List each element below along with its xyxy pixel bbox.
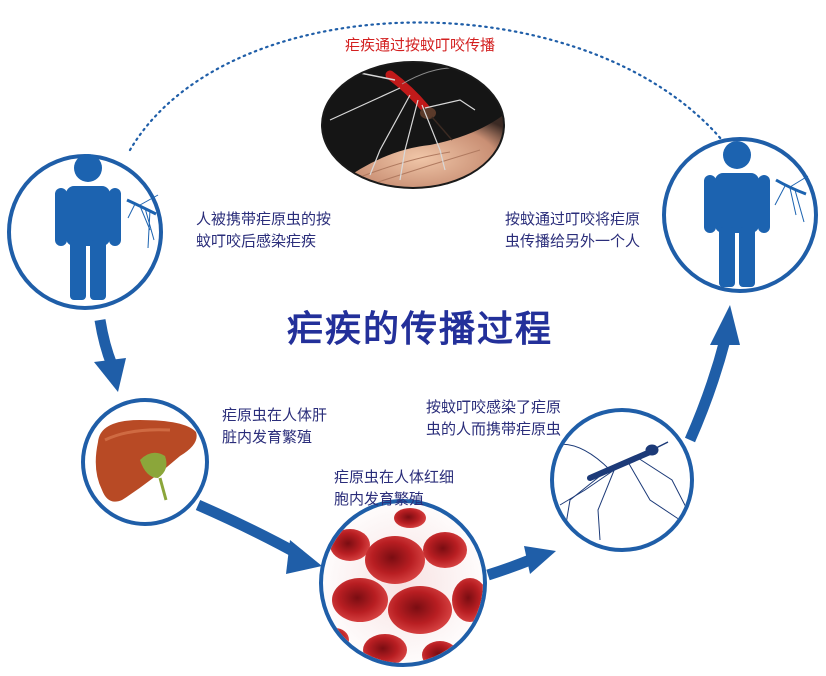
- dotted-transmission-arc: [128, 21, 732, 152]
- arrow-blood-to-mosquito: [486, 554, 533, 581]
- circle-infected-person: [7, 154, 163, 310]
- step-label-transmit: 按蚊通过叮咬将疟原 虫传播给另外一个人: [505, 210, 641, 250]
- flow-arrows: [94, 305, 740, 581]
- person-icon: [704, 141, 770, 287]
- circle-mosquito: [550, 408, 694, 552]
- person-icon: [55, 154, 121, 300]
- arrow-mosquito-to-person-head: [710, 305, 740, 345]
- circle-red-blood-cells: [319, 499, 487, 667]
- step-label-mosquito: 按蚊叮咬感染了疟原 虫的人而携带疟原虫: [426, 398, 562, 438]
- mosquito-icon: [126, 194, 159, 249]
- step-label-liver: 疟原虫在人体肝 脏内发育繁殖: [222, 406, 328, 446]
- arrow-person-to-liver-head: [94, 358, 126, 392]
- arrow-liver-to-blood-head: [286, 540, 322, 574]
- diagram-title: 疟疾的传播过程: [286, 309, 553, 350]
- liver-icon: [95, 420, 197, 502]
- step-label-infection: 人被携带疟原虫的按 蚊叮咬后感染疟疾: [196, 210, 332, 250]
- arrow-blood-to-mosquito-head: [524, 546, 556, 574]
- mosquito-icon: [774, 175, 809, 223]
- top-caption: 疟疾通过按蚊叮咬传播: [344, 36, 495, 54]
- mosquito-photo: [321, 61, 505, 189]
- mosquito-icon: [554, 441, 690, 541]
- circle-liver: [81, 398, 209, 526]
- circle-second-person: [662, 137, 818, 293]
- arrow-liver-to-blood: [195, 499, 303, 560]
- arrow-mosquito-to-person: [684, 338, 731, 443]
- arrow-person-to-liver: [94, 319, 118, 368]
- step-label-blood: 疟原虫在人体红细 胞内发育繁殖: [334, 468, 455, 508]
